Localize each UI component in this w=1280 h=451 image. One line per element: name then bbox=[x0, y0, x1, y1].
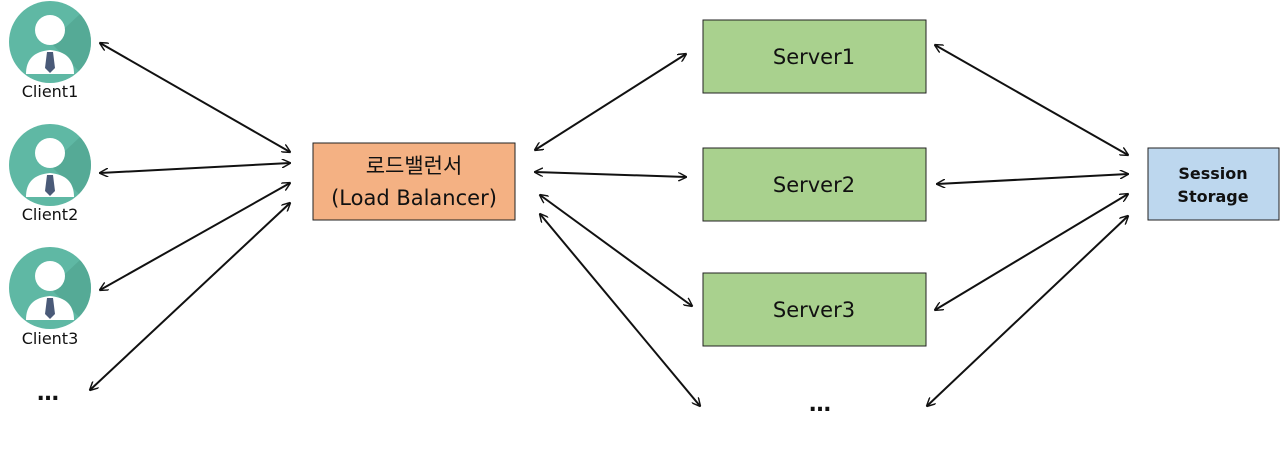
load-balancer-label-english: (Load Balancer) bbox=[331, 186, 497, 210]
server-3-label: Server3 bbox=[773, 298, 855, 322]
arrow-clientn-lb bbox=[90, 203, 290, 390]
client-3-label: Client3 bbox=[22, 329, 79, 348]
arrow-lb-server1 bbox=[535, 54, 686, 150]
arrow-server1-storage bbox=[935, 45, 1128, 155]
session-storage-label-line2: Storage bbox=[1177, 187, 1248, 206]
storage-arrows bbox=[927, 45, 1128, 406]
server-1-box: Server1 bbox=[702, 19, 927, 94]
client-1: Client1 bbox=[9, 1, 91, 101]
arrow-lb-server3 bbox=[540, 195, 692, 306]
servers-more-ellipsis: … bbox=[809, 392, 835, 417]
load-balancer-box: 로드밸런서 (Load Balancer) bbox=[312, 142, 516, 221]
session-storage-label-line1: Session bbox=[1178, 164, 1247, 183]
client-arrows bbox=[90, 43, 290, 390]
server-3-box: Server3 bbox=[702, 272, 927, 347]
user-avatar-icon bbox=[9, 124, 91, 206]
arrow-client3-lb bbox=[100, 183, 290, 290]
session-storage-box: Session Storage bbox=[1147, 147, 1280, 221]
arrow-lb-server2 bbox=[535, 172, 686, 177]
client-3: Client3 bbox=[9, 247, 91, 348]
arrow-client2-lb bbox=[100, 163, 290, 173]
server-1-label: Server1 bbox=[773, 45, 855, 69]
arrow-client1-lb bbox=[100, 43, 290, 152]
user-avatar-icon bbox=[9, 1, 91, 83]
arrow-server3-storage bbox=[935, 194, 1128, 310]
server-2-label: Server2 bbox=[773, 173, 855, 197]
client-1-label: Client1 bbox=[22, 82, 79, 101]
server-2-box: Server2 bbox=[702, 147, 927, 222]
arrow-lb-servern bbox=[540, 214, 700, 406]
arrow-servern-storage bbox=[927, 216, 1128, 406]
client-2: Client2 bbox=[9, 124, 91, 224]
load-balancer-label-korean: 로드밸런서 bbox=[366, 154, 463, 178]
client-2-label: Client2 bbox=[22, 205, 79, 224]
arrow-server2-storage bbox=[937, 174, 1128, 184]
user-avatar-icon bbox=[9, 247, 91, 329]
lb-server-arrows bbox=[535, 54, 700, 406]
clients-more-ellipsis: … bbox=[37, 381, 63, 406]
